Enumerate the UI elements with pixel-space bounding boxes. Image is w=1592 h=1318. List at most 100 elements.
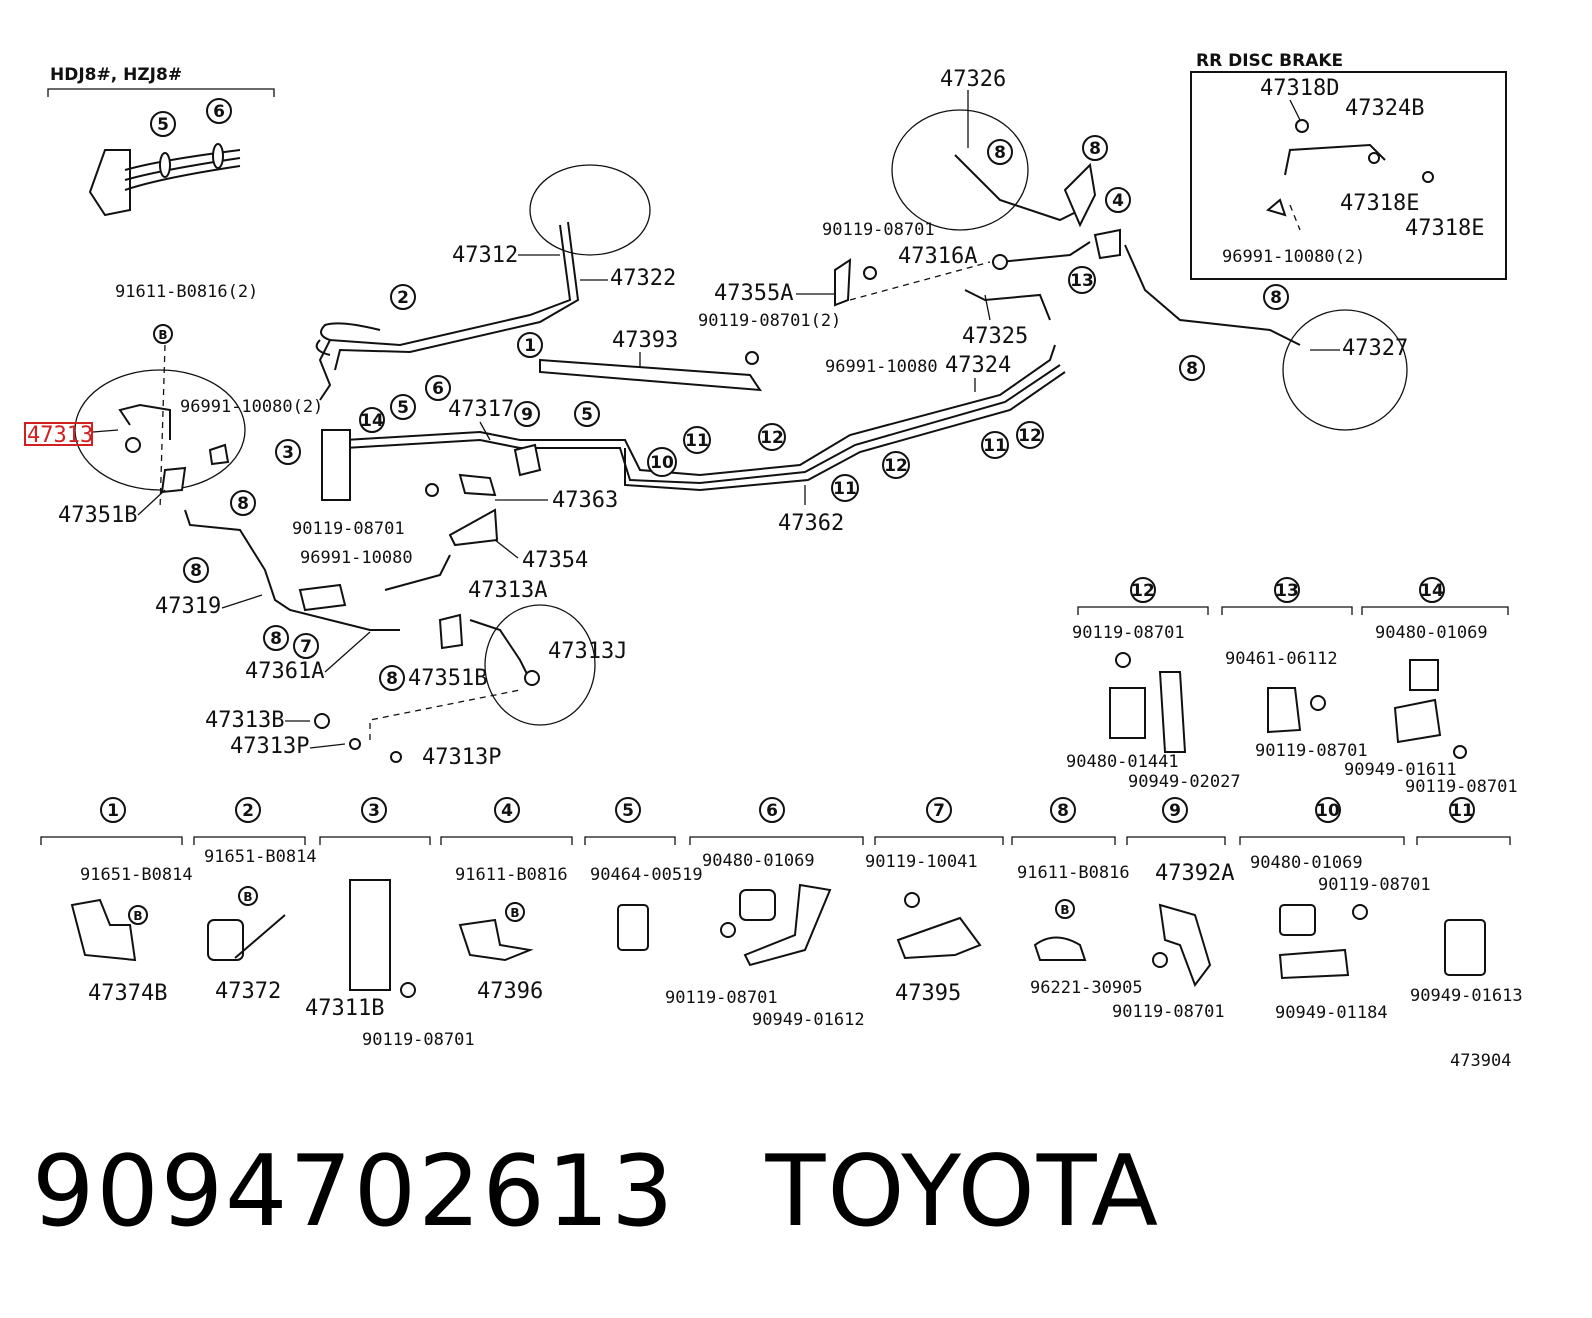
- svg-text:90480-01441: 90480-01441: [1066, 752, 1179, 772]
- label-47362: 47362: [778, 511, 844, 536]
- kit-13: 13 90461-06112 90119-08701: [1221, 577, 1368, 761]
- svg-text:91611-B0816: 91611-B0816: [455, 865, 568, 885]
- svg-text:14: 14: [360, 411, 384, 431]
- svg-text:10: 10: [1316, 801, 1340, 821]
- label-47324B: 47324B: [1345, 96, 1424, 121]
- part-labels: 47326 47312 47322 47393 47355A 47316A 47…: [24, 67, 1408, 770]
- svg-text:90119-08701: 90119-08701: [362, 1030, 475, 1050]
- label-47326: 47326: [940, 67, 1006, 92]
- figure-code: 473904: [1450, 1051, 1511, 1071]
- svg-text:12: 12: [1131, 581, 1155, 601]
- bolts: [125, 254, 1008, 686]
- svg-text:90949-02027: 90949-02027: [1128, 772, 1241, 792]
- brake-line-diagram: HDJ8#, HZJ8# 5 6: [24, 51, 1523, 1071]
- svg-text:8: 8: [1057, 801, 1069, 821]
- label-47361A: 47361A: [245, 659, 324, 684]
- label-90119-08701-a: 90119-08701: [822, 220, 935, 240]
- svg-text:90949-01184: 90949-01184: [1275, 1003, 1388, 1023]
- svg-text:90461-06112: 90461-06112: [1225, 649, 1338, 669]
- brake-pipes: [118, 143, 1386, 681]
- svg-text:90949-01612: 90949-01612: [752, 1010, 865, 1030]
- label-47317: 47317: [448, 397, 514, 422]
- svg-text:B: B: [243, 890, 252, 904]
- svg-text:47395: 47395: [895, 981, 961, 1006]
- svg-text:90119-08701: 90119-08701: [1112, 1002, 1225, 1022]
- svg-text:1: 1: [524, 336, 536, 356]
- label-47351B-a: 47351B: [58, 503, 137, 528]
- label-47351B-b: 47351B: [408, 666, 487, 691]
- svg-text:8: 8: [994, 143, 1006, 163]
- svg-text:2: 2: [397, 288, 409, 308]
- label-96991-10080-inset: 96991-10080(2): [1222, 247, 1365, 267]
- kit-3: 3 47311B 90119-08701: [305, 797, 475, 1050]
- svg-text:90119-08701: 90119-08701: [1072, 623, 1185, 643]
- label-47325: 47325: [962, 324, 1028, 349]
- label-47324: 47324: [945, 353, 1011, 378]
- variant-detail-drawing: [88, 143, 241, 217]
- svg-text:1: 1: [107, 801, 119, 821]
- svg-text:12: 12: [760, 428, 784, 448]
- svg-text:5: 5: [157, 115, 169, 135]
- svg-text:5: 5: [397, 398, 409, 418]
- svg-text:6: 6: [432, 379, 444, 399]
- label-90119-08701-2: 90119-08701(2): [698, 311, 841, 331]
- label-47393: 47393: [612, 328, 678, 353]
- kit-6: 6 90480-01069 90119-08701 90949-01612: [665, 797, 865, 1030]
- kit-12: 12 90119-08701 90480-01441 90949-02027: [1066, 577, 1241, 792]
- label-96991-10080-a: 96991-10080: [825, 357, 938, 377]
- svg-text:90119-08701: 90119-08701: [665, 988, 778, 1008]
- svg-text:8: 8: [237, 494, 249, 514]
- clip-callout-5-top: 5: [150, 111, 176, 137]
- svg-text:47374B: 47374B: [88, 981, 167, 1006]
- label-47327: 47327: [1342, 336, 1408, 361]
- svg-text:8: 8: [190, 561, 202, 581]
- label-47313J: 47313J: [548, 639, 627, 664]
- svg-text:10: 10: [650, 453, 674, 473]
- variant-label: HDJ8#, HZJ8#: [50, 65, 182, 85]
- kit-1: 1 91651-B0814 B 47374B: [40, 797, 193, 1006]
- svg-text:3: 3: [282, 443, 294, 463]
- label-47322: 47322: [610, 266, 676, 291]
- svg-text:13: 13: [1070, 271, 1094, 291]
- svg-text:B: B: [510, 906, 519, 920]
- svg-text:8: 8: [1270, 288, 1282, 308]
- label-47313P-a: 47313P: [230, 734, 309, 759]
- svg-text:90464-00519: 90464-00519: [590, 865, 703, 885]
- svg-text:47392A: 47392A: [1155, 861, 1234, 886]
- svg-text:8: 8: [1089, 139, 1101, 159]
- kit-9: 9 47392A 90119-08701: [1112, 797, 1234, 1022]
- highlighted-part-box: [24, 422, 93, 446]
- svg-text:2: 2: [242, 801, 254, 821]
- svg-text:11: 11: [983, 436, 1007, 456]
- svg-text:47396: 47396: [477, 979, 543, 1004]
- svg-text:9: 9: [521, 405, 533, 425]
- svg-text:47372: 47372: [215, 979, 281, 1004]
- svg-text:90480-01069: 90480-01069: [1375, 623, 1488, 643]
- svg-text:90119-08701: 90119-08701: [1405, 777, 1518, 797]
- svg-text:4: 4: [1112, 191, 1124, 211]
- svg-text:12: 12: [884, 456, 908, 476]
- svg-text:3: 3: [368, 801, 380, 821]
- kit-8: 8 91611-B0816 B 96221-30905: [1011, 797, 1143, 998]
- kit-5: 5 90464-00519: [584, 797, 703, 951]
- kit-4: 4 91611-B0816 B 47396: [440, 797, 573, 1004]
- svg-text:B: B: [1060, 903, 1069, 917]
- svg-text:8: 8: [1186, 359, 1198, 379]
- label-47318D: 47318D: [1260, 76, 1339, 101]
- svg-text:90480-01069: 90480-01069: [702, 851, 815, 871]
- inset-title: RR DISC BRAKE: [1196, 51, 1343, 71]
- svg-text:90949-01613: 90949-01613: [1410, 986, 1523, 1006]
- svg-text:8: 8: [386, 669, 398, 689]
- label-47318E-a: 47318E: [1340, 191, 1419, 216]
- svg-text:90480-01069: 90480-01069: [1250, 853, 1363, 873]
- svg-text:5: 5: [581, 405, 593, 425]
- label-91611-B0816-2: 91611-B0816(2): [115, 282, 258, 302]
- svg-text:13: 13: [1275, 581, 1299, 601]
- svg-text:11: 11: [685, 431, 709, 451]
- front-hose-drum: [484, 604, 596, 726]
- circled-callouts: 1 2 3 14 5 6 9 5 10 11 12 11 12 11 12 8 …: [153, 135, 1289, 691]
- svg-text:7: 7: [933, 801, 945, 821]
- svg-text:14: 14: [1420, 581, 1444, 601]
- label-47313-highlighted: 47313: [27, 423, 93, 448]
